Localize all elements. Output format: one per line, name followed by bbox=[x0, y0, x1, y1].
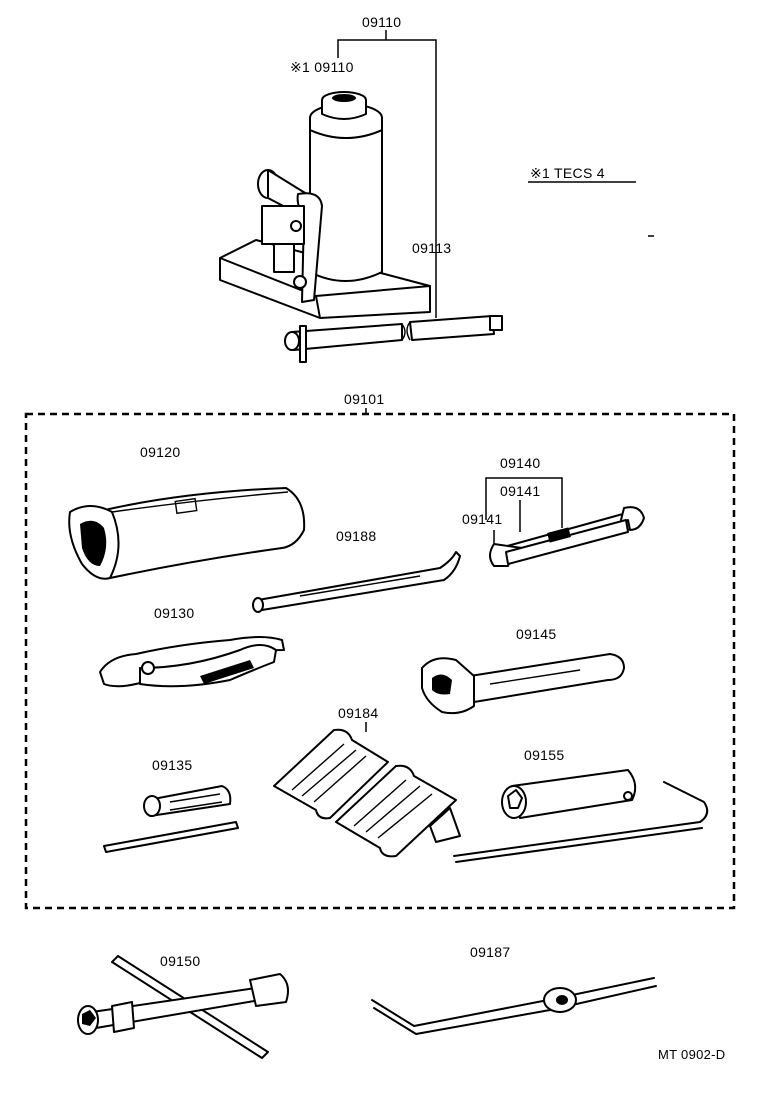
jack-ram-side bbox=[321, 100, 367, 120]
label-09135: 09135 bbox=[152, 757, 192, 773]
open-end-wrenches bbox=[489, 506, 645, 567]
label-09101: 09101 bbox=[344, 391, 384, 407]
tool-set-group: 09101 09120 09140 09141 09141 09188 bbox=[24, 391, 736, 910]
label-09187: 09187 bbox=[470, 944, 510, 960]
label-note: ※1 TECS 4 bbox=[530, 165, 605, 181]
label-09145: 09145 bbox=[516, 626, 556, 642]
jack-saddle bbox=[332, 94, 356, 102]
lug-wrench bbox=[77, 955, 289, 1059]
label-09188: 09188 bbox=[336, 528, 376, 544]
label-09110: 09110 bbox=[362, 14, 401, 30]
label-09140: 09140 bbox=[500, 455, 540, 471]
tool-bag bbox=[68, 487, 306, 580]
figure-code: MT 0902-D bbox=[658, 1047, 725, 1062]
label-09141-a: 09141 bbox=[500, 483, 540, 499]
pump-lever bbox=[296, 192, 323, 303]
jack-group: 09110 ※1 09110 09113 ※1 TECS 4 bbox=[219, 14, 654, 363]
label-09155: 09155 bbox=[524, 747, 564, 763]
tool-set-box bbox=[24, 412, 736, 910]
label-jack-sub: ※1 09110 bbox=[290, 59, 354, 75]
tire-lever bbox=[252, 551, 461, 613]
wrench-bracket-leader bbox=[485, 477, 563, 528]
pivot-pin bbox=[290, 220, 302, 232]
jack-top-band bbox=[309, 118, 383, 139]
jack-handle-tube bbox=[284, 315, 503, 363]
release-valve bbox=[293, 275, 307, 289]
wheel-chocks bbox=[273, 728, 461, 858]
adjustable-wrench bbox=[421, 653, 625, 715]
label-09113: 09113 bbox=[412, 240, 451, 256]
label-09120: 09120 bbox=[140, 444, 180, 460]
jack-handle-socket bbox=[453, 769, 709, 863]
label-09130: 09130 bbox=[154, 605, 194, 621]
pliers bbox=[99, 636, 285, 688]
label-09150: 09150 bbox=[160, 953, 200, 969]
crank-handle bbox=[371, 977, 657, 1035]
label-09184: 09184 bbox=[338, 705, 378, 721]
jack-base-edge2 bbox=[315, 295, 321, 319]
label-09141-b: 09141 bbox=[462, 511, 502, 527]
jack-bracket-leader bbox=[337, 30, 437, 318]
screwdriver bbox=[103, 785, 239, 853]
